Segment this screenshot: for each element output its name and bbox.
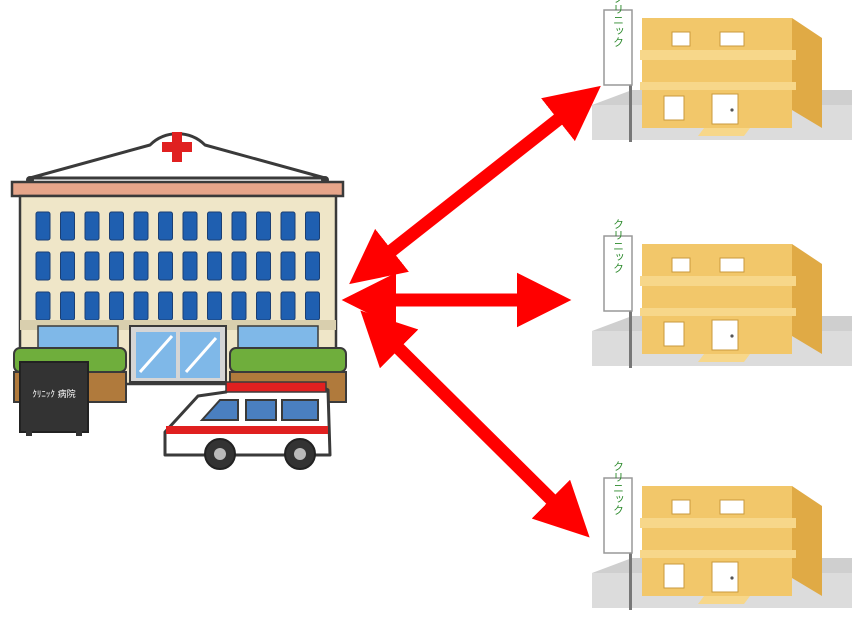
clinic-building-icon: クリニック [592, 460, 852, 610]
hospital-window [85, 292, 99, 320]
clinic-sign-text: クリニック [612, 218, 625, 273]
hospital-window [110, 292, 124, 320]
hospital-window [134, 252, 148, 280]
hospital-window [232, 292, 246, 320]
hospital-window [257, 252, 271, 280]
connection-arrows [358, 96, 588, 526]
hospital-window [257, 212, 271, 240]
clinic-building-icon: クリニック [592, 0, 852, 142]
hospital-window [306, 252, 320, 280]
hospital-sign-text: ｸﾘﾆｯｸ 病院 [32, 388, 75, 400]
arrow-to-clinic-bottom [372, 322, 578, 526]
hospital-window [85, 252, 99, 280]
hospital-window [208, 292, 222, 320]
clinic-building-icon: クリニック [592, 218, 852, 368]
hospital-window [208, 212, 222, 240]
hospital-window [110, 252, 124, 280]
hospital-window [61, 212, 75, 240]
hospital-window [257, 292, 271, 320]
ambulance-icon [165, 382, 330, 469]
hospital-window [134, 292, 148, 320]
hospital-window [61, 292, 75, 320]
clinic-sign-text: クリニック [612, 460, 625, 515]
hospital-window [36, 212, 50, 240]
clinic-sign-text: クリニック [612, 0, 625, 48]
hospital-window [232, 252, 246, 280]
hospital-window [232, 212, 246, 240]
hospital-window [281, 212, 295, 240]
hospital-window [159, 252, 173, 280]
hospital-window [281, 252, 295, 280]
hospital-window [61, 252, 75, 280]
hospital-window [36, 292, 50, 320]
hospital-window [134, 212, 148, 240]
arrow-to-clinic-top [362, 96, 588, 274]
hospital-window [306, 212, 320, 240]
hospital-window [183, 252, 197, 280]
hospital-window [110, 212, 124, 240]
hospital-window [159, 292, 173, 320]
hospital-window [159, 212, 173, 240]
hospital-window [306, 292, 320, 320]
hospital-window [85, 212, 99, 240]
hospital-window [183, 212, 197, 240]
hospital-window [36, 252, 50, 280]
hospital-window [208, 252, 222, 280]
hospital-window [281, 292, 295, 320]
hospital-window [183, 292, 197, 320]
